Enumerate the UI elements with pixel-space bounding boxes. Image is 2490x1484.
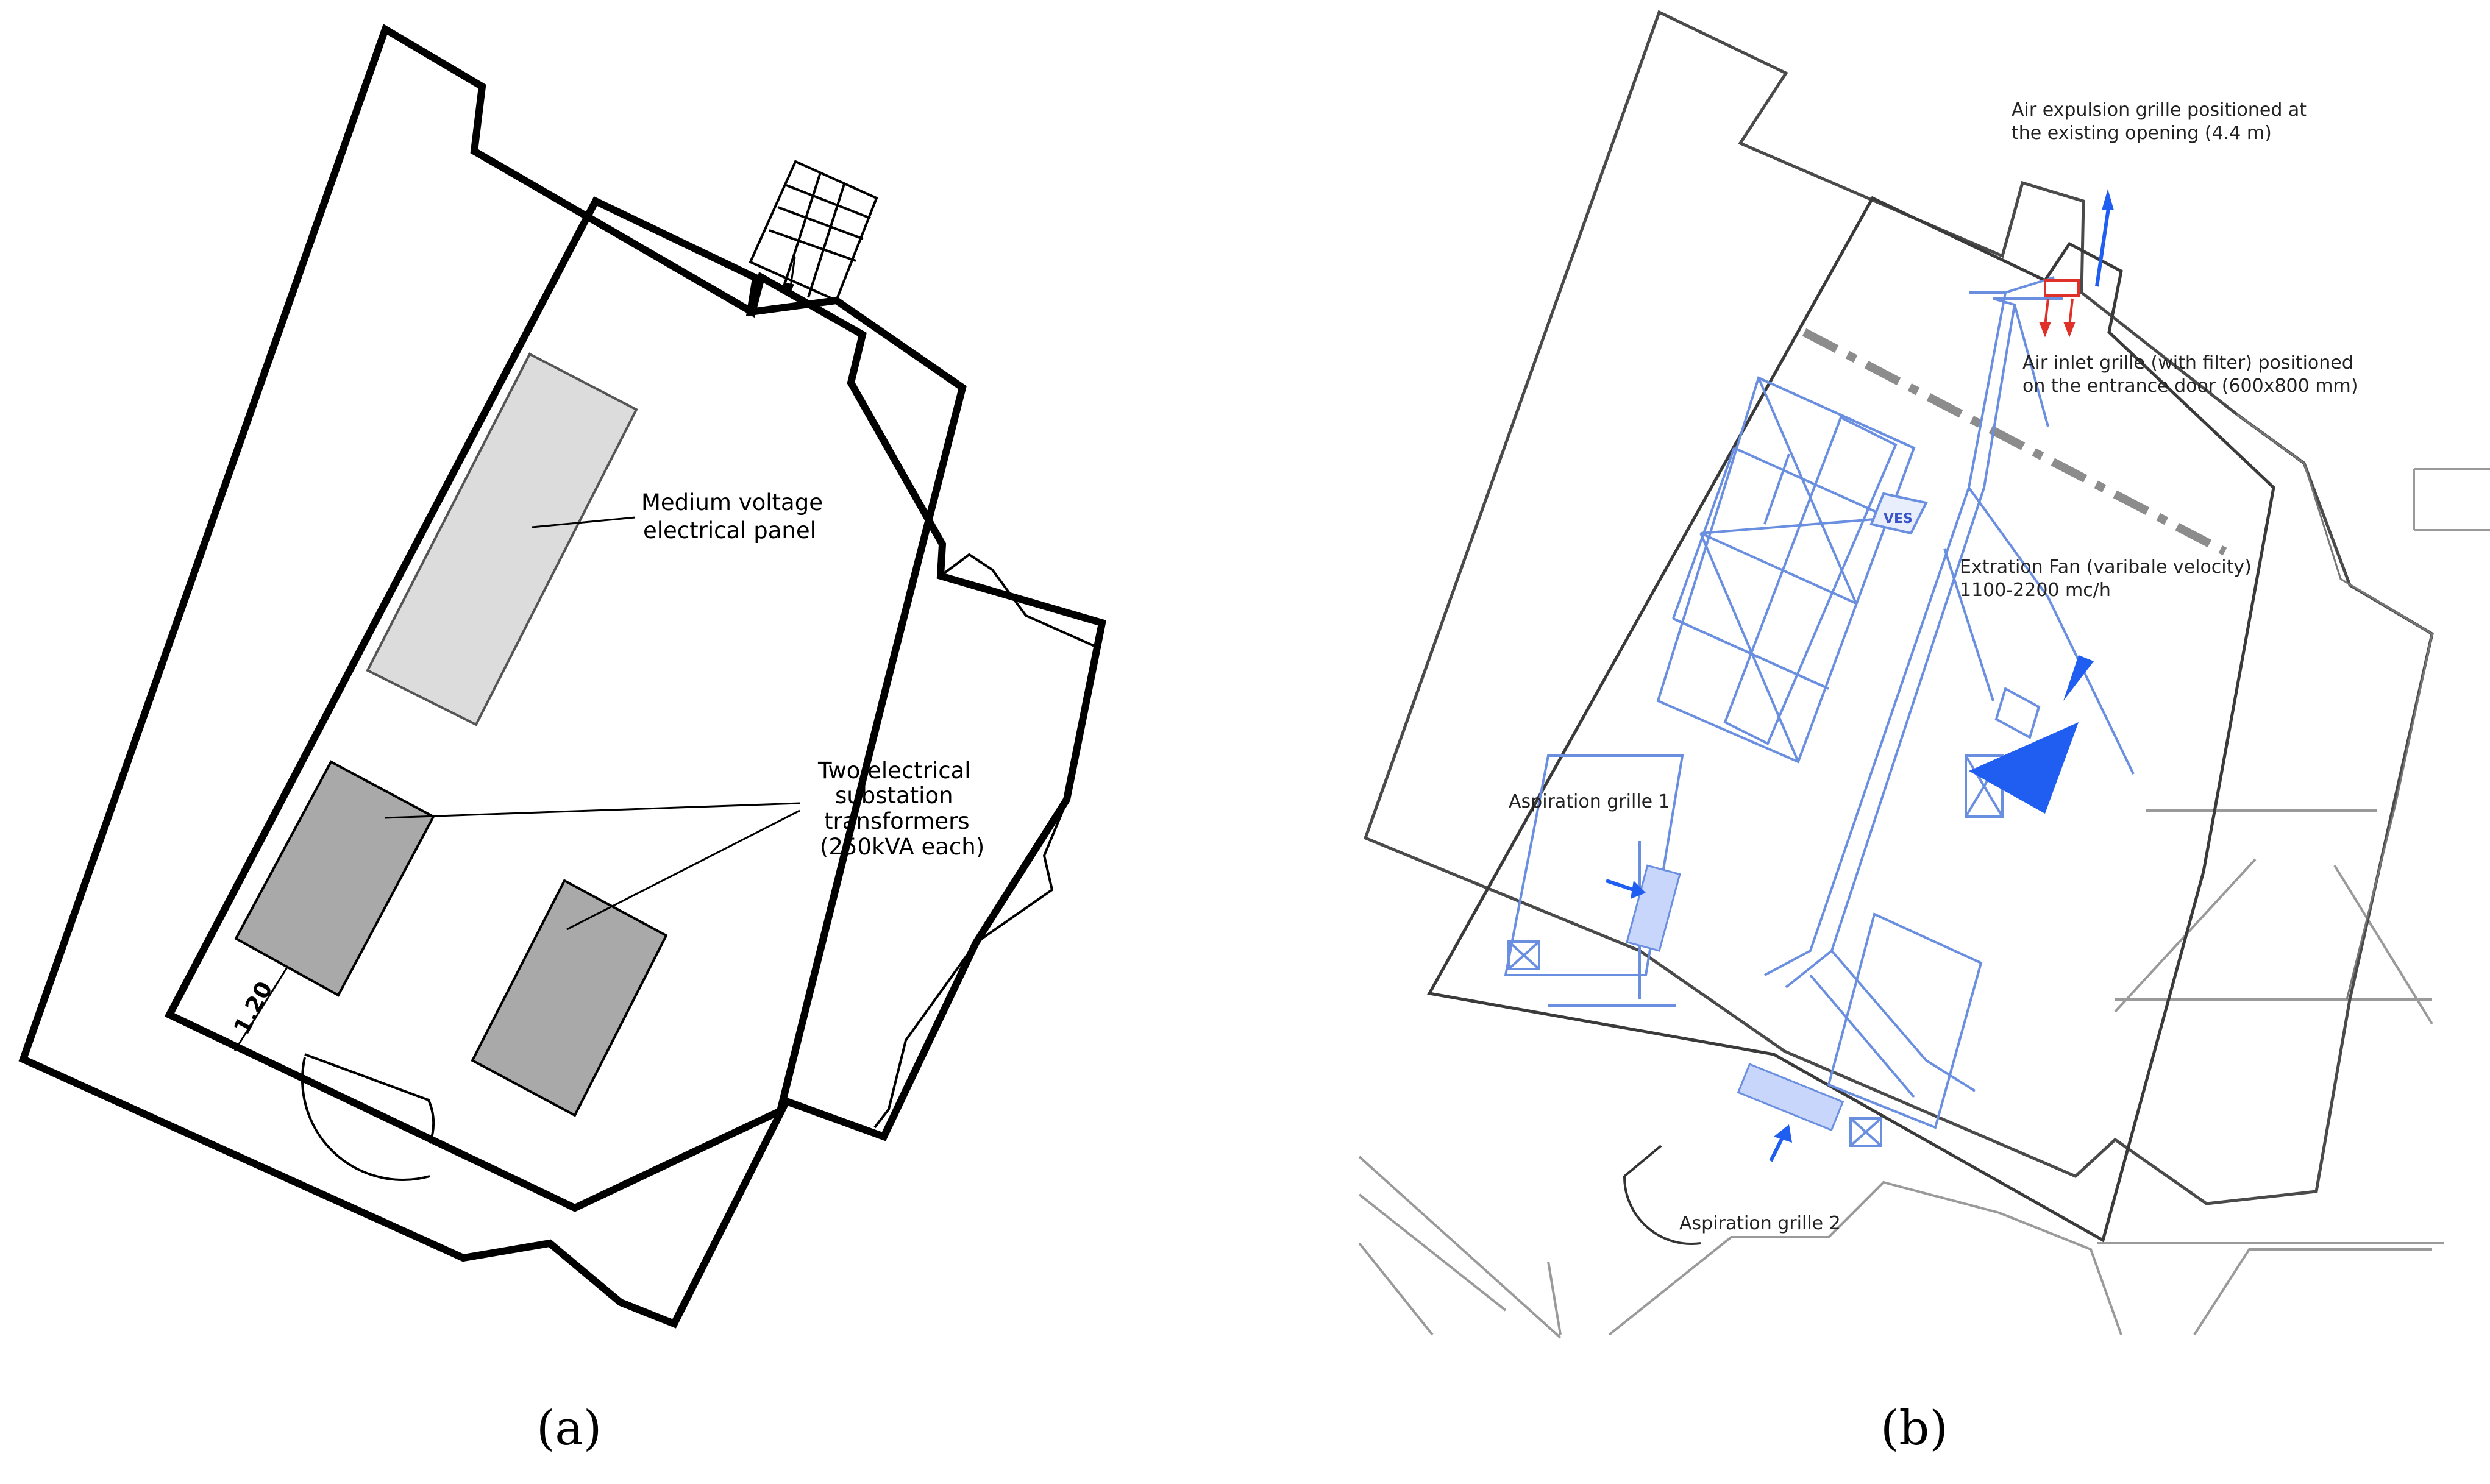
- mv-panel: [366, 352, 638, 726]
- filled-triangle-large: [1969, 722, 2079, 814]
- dimension-label: 1.20: [229, 977, 278, 1038]
- caption-a: (a): [536, 1401, 602, 1456]
- panel-a: 1.20 Medium voltage electrical panel Two…: [18, 24, 1106, 1456]
- label-transformers-4: (250kVA each): [820, 834, 984, 860]
- label-expulsion-2: the existing opening (4.4 m): [2012, 122, 2272, 144]
- transformer-left: [234, 760, 435, 997]
- label-mv-panel-1: Medium voltage: [641, 489, 823, 516]
- aspiration-grille-2: [1737, 1063, 1844, 1162]
- door-swing: [301, 1053, 435, 1181]
- aspiration-grille-1: [1606, 864, 1681, 952]
- extraction-fan: VES: [1869, 492, 1928, 535]
- panel-b: VES: [1358, 10, 2490, 1456]
- expulsion-arrow: [2095, 189, 2114, 287]
- duct-network: [1548, 276, 2135, 1098]
- equipment-outlines: [1504, 376, 2041, 1147]
- label-fan-2: 1100-2200 mc/h: [1960, 580, 2111, 601]
- label-transformers-1: Two electrical: [817, 758, 971, 784]
- dimension-line: [233, 966, 289, 1051]
- label-aspiration-1: Aspiration grille 1: [1509, 791, 1670, 812]
- door-swing-b: [1623, 1145, 1701, 1246]
- background-walls: [1358, 468, 2490, 1339]
- inner-wall: [164, 196, 967, 1212]
- outer-wall: [18, 24, 1106, 1329]
- leader-transformer-left: [385, 802, 800, 819]
- caption-b: (b): [1880, 1401, 1948, 1456]
- panel-b-floor-plan: VES: [1358, 10, 2490, 1339]
- inner-wall-b: [1427, 196, 2275, 1243]
- outer-rough-edge: [873, 553, 1099, 1129]
- leader-mv-panel: [532, 516, 636, 528]
- label-mv-panel-2: electrical panel: [643, 517, 816, 544]
- label-fan-1: Extration Fan (varibale velocity): [1960, 556, 2252, 578]
- filled-triangle-small: [2063, 655, 2094, 701]
- outer-rough-edge-b: [2236, 413, 2433, 1000]
- inlet-grille: [2039, 279, 2080, 338]
- leader-transformer-right: [566, 809, 800, 931]
- label-transformers-3: transformers: [824, 808, 970, 834]
- transformer-right: [471, 879, 668, 1117]
- outer-wall-b: [1363, 10, 2434, 1205]
- section-line: [1802, 328, 2227, 556]
- staircase: [749, 160, 878, 302]
- label-inlet-1: Air inlet grille (with filter) positione…: [2022, 352, 2353, 374]
- panel-a-floor-plan: 1.20 Medium voltage electrical panel Two…: [18, 24, 1106, 1329]
- label-inlet-2: on the entrance door (600x800 mm): [2022, 375, 2358, 397]
- label-aspiration-2: Aspiration grille 2: [1679, 1213, 1841, 1234]
- label-expulsion-1: Air expulsion grille positioned at: [2012, 99, 2307, 121]
- fan-tag: VES: [1884, 511, 1913, 527]
- label-transformers-2: substation: [835, 783, 953, 809]
